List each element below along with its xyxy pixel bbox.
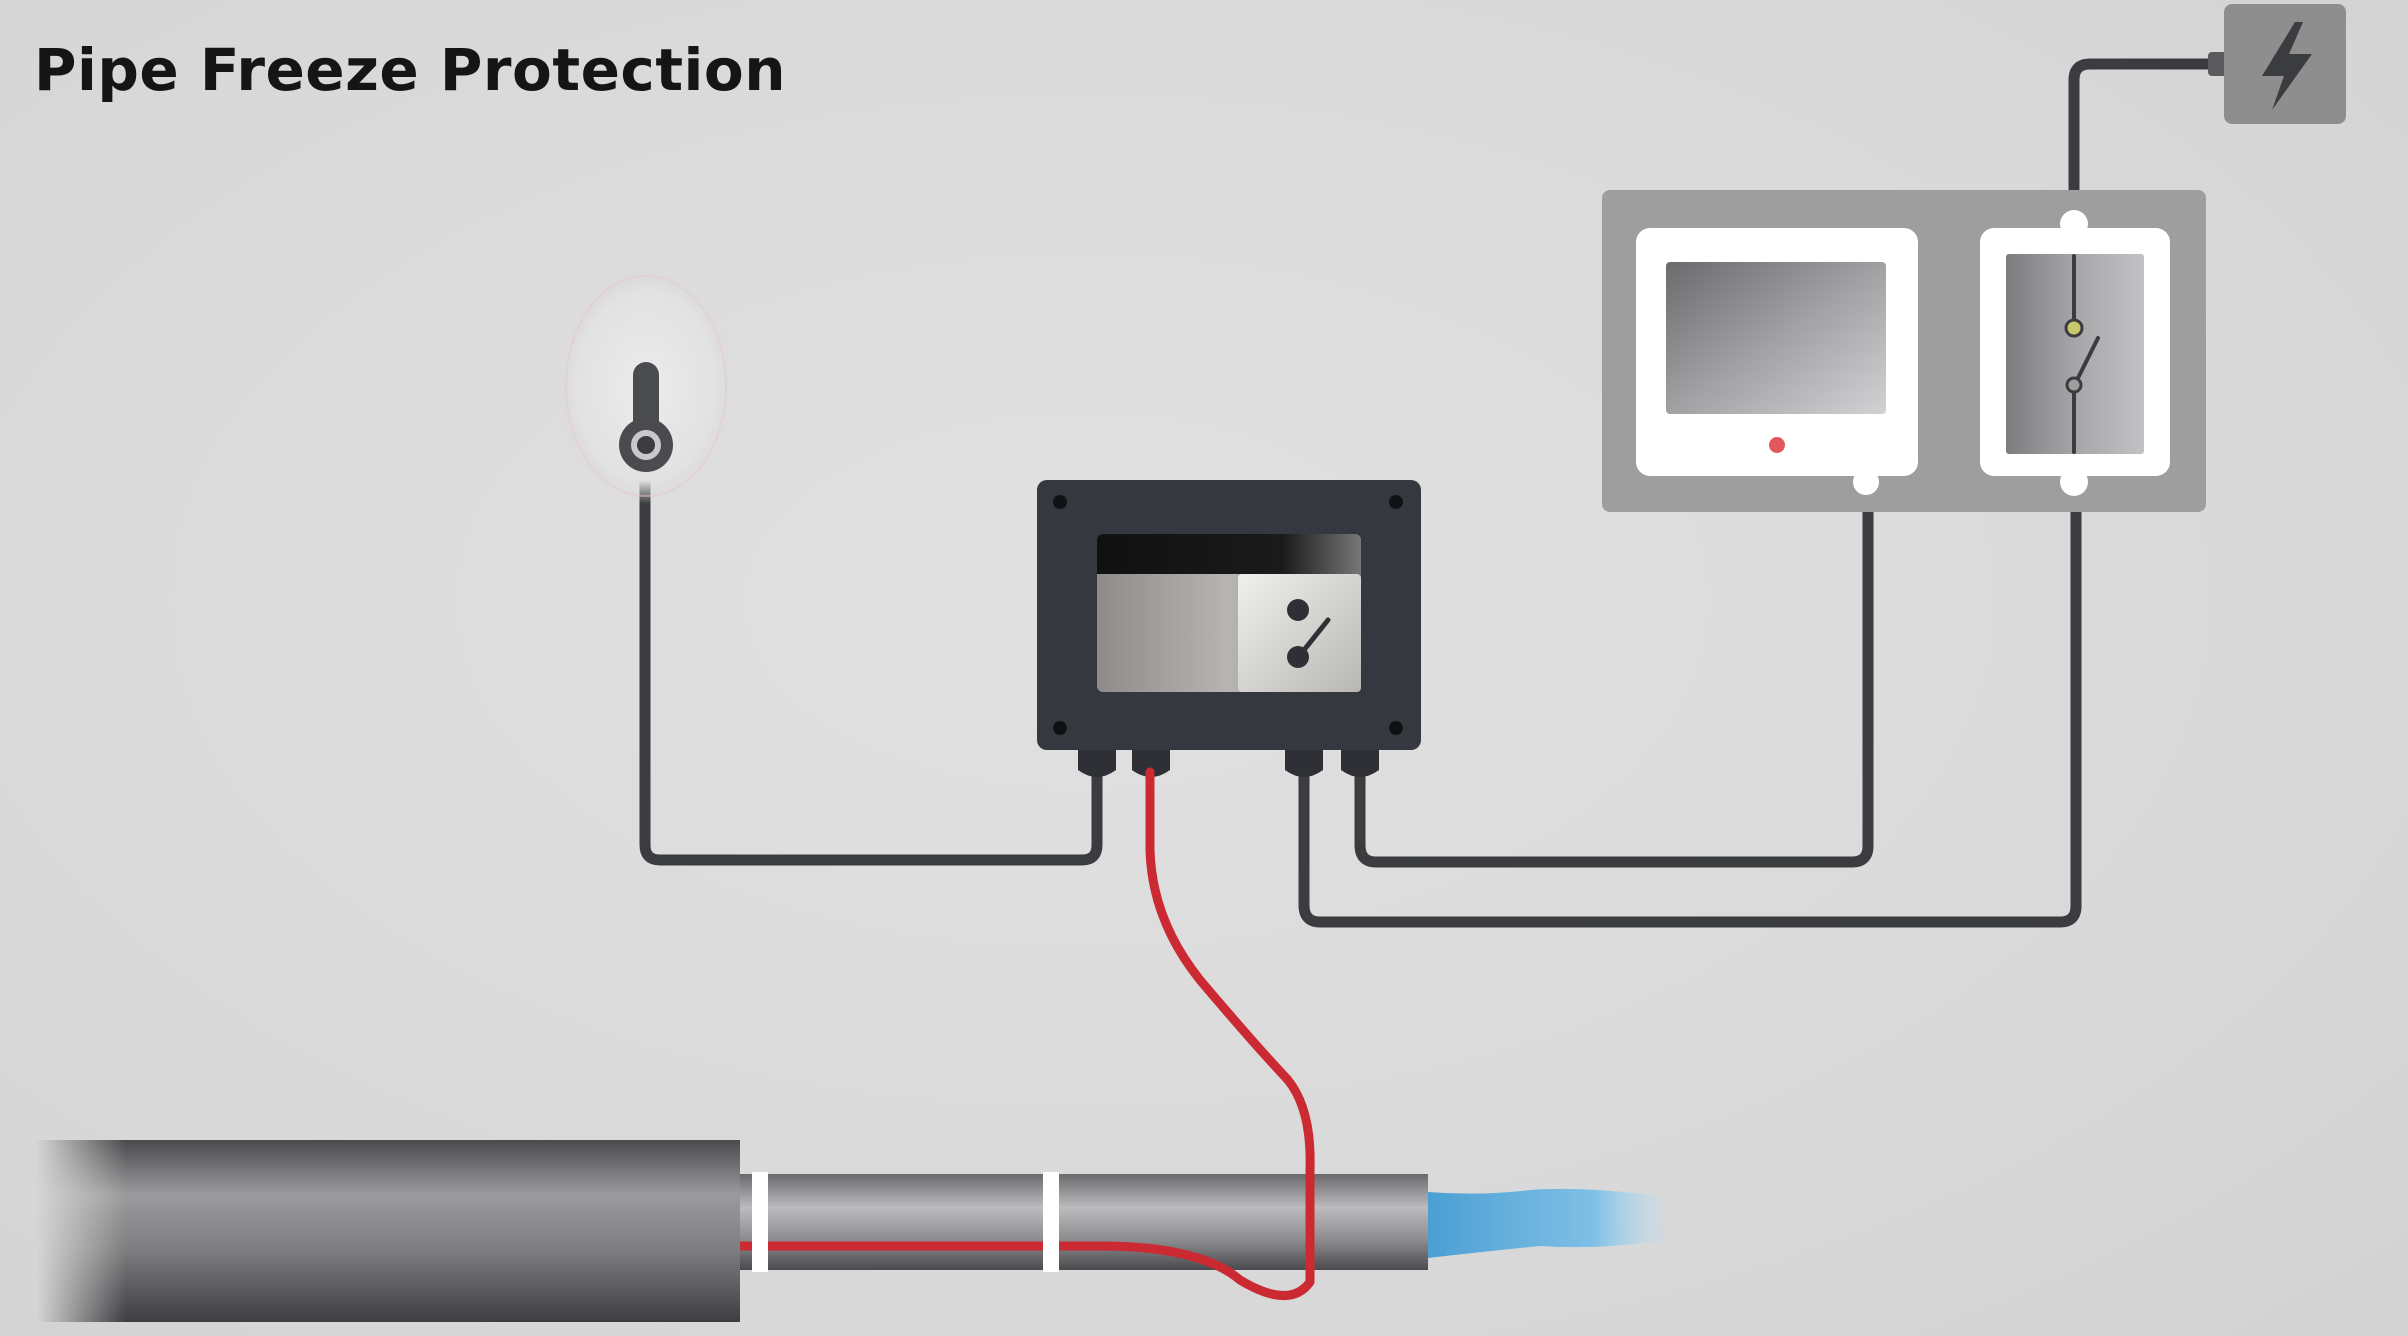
power-wire <box>2068 58 2226 236</box>
pipe-main-section <box>36 1140 740 1322</box>
switch-module <box>1980 210 2170 496</box>
switch-terminal-bottom <box>2060 468 2088 496</box>
enclosure-screw <box>1389 721 1403 735</box>
enclosure-screw <box>1053 495 1067 509</box>
enclosure-screw <box>1389 495 1403 509</box>
cable-strap <box>1043 1172 1059 1272</box>
thermostat-wire <box>1354 476 1874 868</box>
enclosure-window-header <box>1097 534 1361 574</box>
diagram-title: Pipe Freeze Protection <box>34 36 787 104</box>
lightning-bolt-icon <box>2208 4 2346 124</box>
cable-strap <box>752 1172 768 1272</box>
heat-cable-wrap <box>741 1171 1315 1300</box>
sensor-wire <box>639 464 1103 866</box>
water-flow <box>1428 1188 1665 1258</box>
switch-window <box>2006 254 2144 454</box>
sensor-bulb-core <box>637 436 655 454</box>
thermostat-display <box>1636 228 1918 495</box>
indicator-led <box>1769 437 1785 453</box>
control-panel <box>1602 190 2206 512</box>
cable-glands <box>1078 748 1379 777</box>
sensor-halo-ring <box>565 275 727 497</box>
enclosure-relay-panel <box>1238 574 1361 692</box>
temperature-probe-icon <box>558 268 734 504</box>
water-pipe <box>36 1140 1665 1322</box>
switch-contact-terminal <box>2065 376 2083 394</box>
controller-enclosure <box>1037 480 1421 777</box>
switch-terminal-top <box>2060 210 2088 238</box>
wiring <box>639 58 2226 928</box>
switch-wire <box>1298 476 2082 928</box>
thermostat-screen <box>1666 262 1886 414</box>
switch-contact-terminal <box>2064 318 2084 338</box>
pipe-wrapped-section <box>740 1174 1428 1270</box>
thermostat-terminal <box>1853 469 1879 495</box>
switch-contact-icon <box>2072 254 2100 454</box>
enclosure-screw <box>1053 721 1067 735</box>
pipe-fade <box>36 1140 126 1322</box>
relay-switch-icon <box>1287 599 1331 668</box>
heat-cable-feed <box>1145 767 1315 1181</box>
